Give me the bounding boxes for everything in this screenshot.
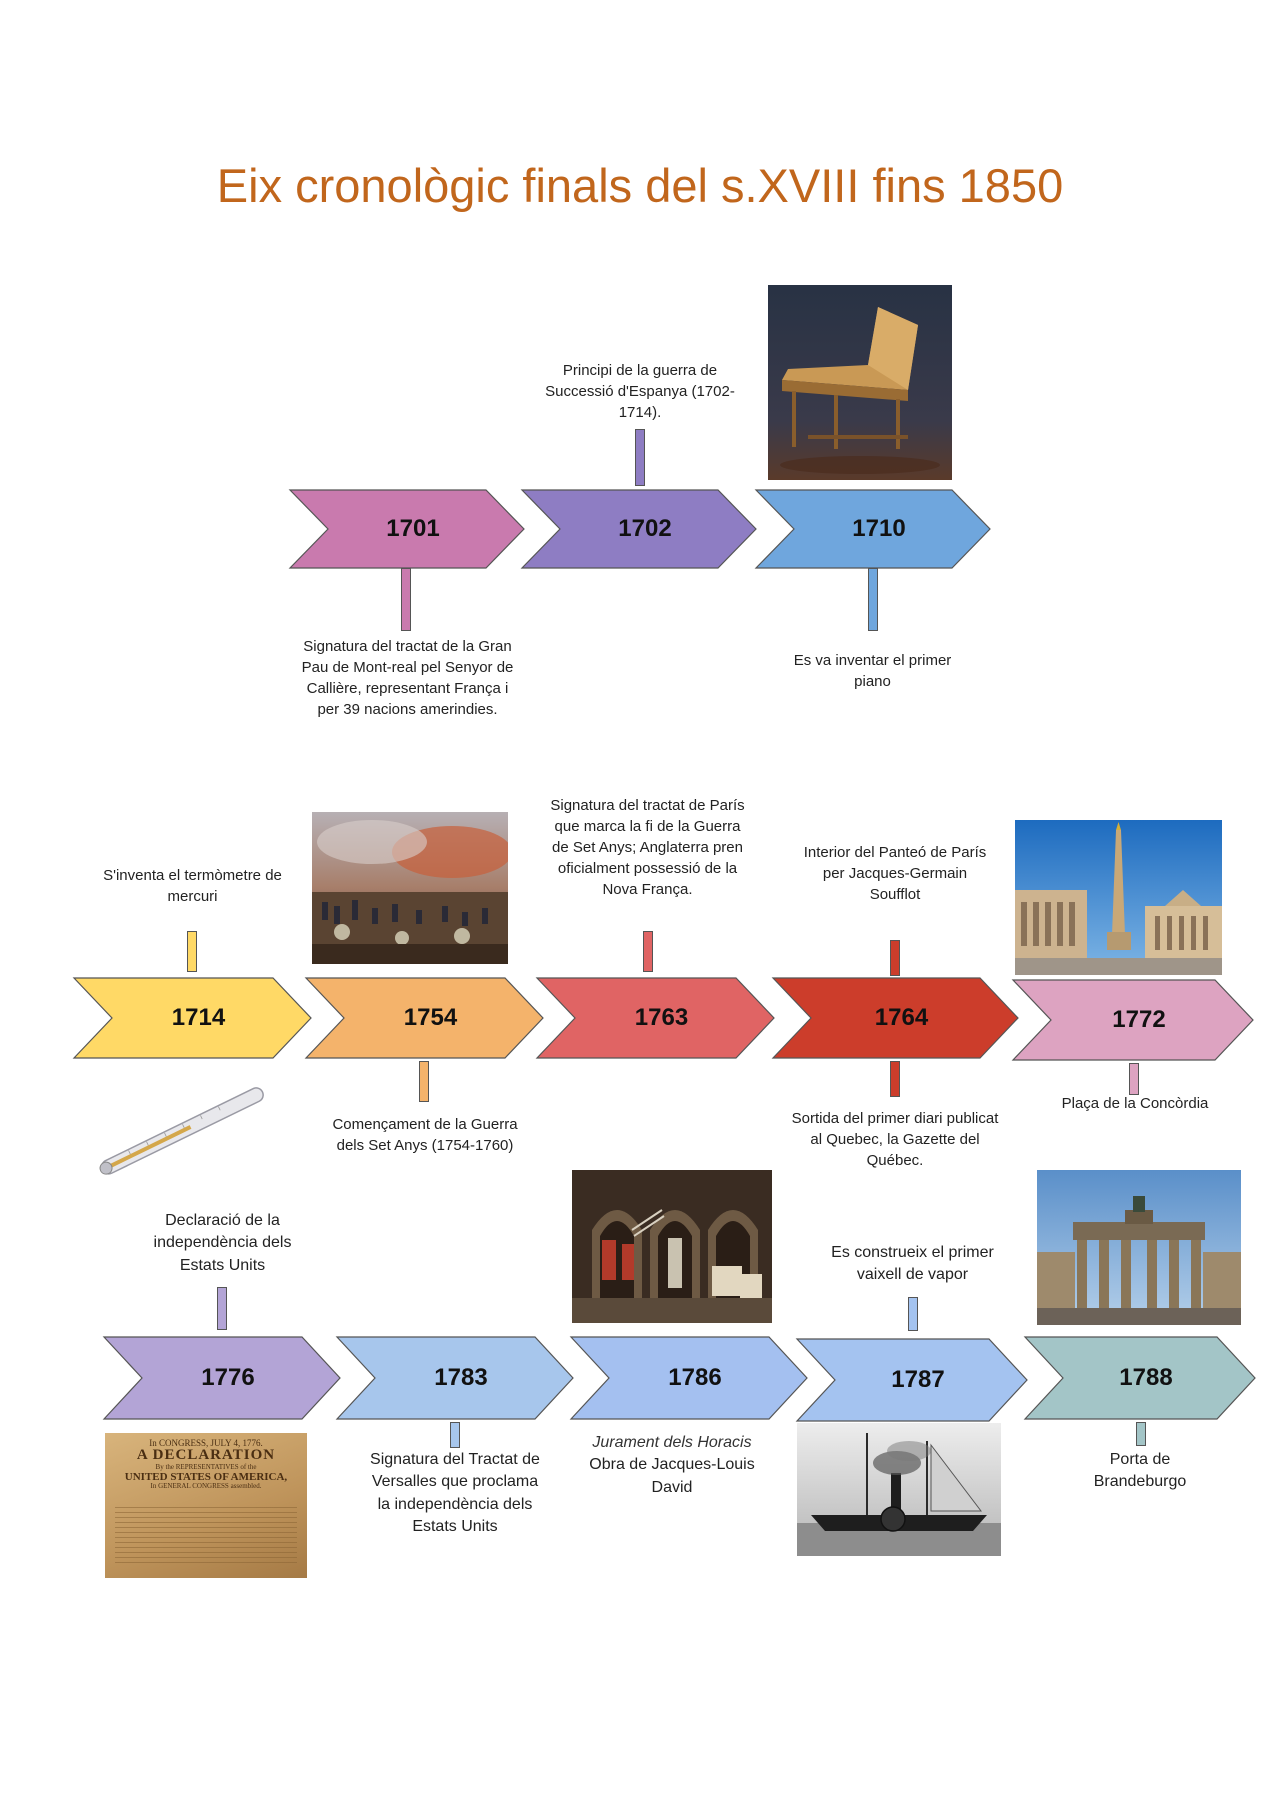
year-1787: 1787 [891, 1366, 945, 1393]
year-1763: 1763 [634, 1004, 689, 1031]
label-1787: Es construeix el primer vaixell de vapor [831, 1244, 994, 1284]
declaration-line-3: By the REPRESENTATIVES of the [155, 1463, 257, 1472]
declaration-line-5: In GENERAL CONGRESS assembled. [150, 1482, 262, 1491]
brandenburg-gate-image [1037, 1170, 1241, 1325]
arrow-1787: 1787 [795, 1338, 1028, 1422]
year-1701: 1701 [386, 515, 440, 542]
label-1783: Signatura del Tractat de Versalles que p… [370, 1451, 540, 1536]
year-1714: 1714 [171, 1004, 226, 1031]
label-1764-top: Interior del Panteó de París per Jacques… [803, 844, 987, 903]
year-1776: 1776 [201, 1364, 255, 1391]
connector-1783 [450, 1422, 460, 1448]
connector-1764-top [890, 940, 900, 976]
year-1788: 1788 [1119, 1364, 1173, 1391]
connector-1776 [217, 1287, 227, 1330]
thermometer-image [85, 1080, 280, 1180]
connector-1772 [1129, 1063, 1139, 1095]
page-title: Eix cronològic finals del s.XVIII fins 1… [216, 159, 1064, 212]
year-1754: 1754 [403, 1004, 458, 1031]
label-1786-text: Obra de Jacques-Louis David [589, 1456, 755, 1496]
label-1772: Plaça de la Concòrdia [1061, 1095, 1209, 1112]
label-1714: S'inventa el termòmetre de mercuri [103, 867, 282, 905]
label-1764-bottom: Sortida del primer diari publicat al Que… [791, 1110, 999, 1169]
year-1786: 1786 [668, 1364, 722, 1391]
arrow-1783: 1783 [335, 1336, 574, 1420]
year-1702: 1702 [618, 515, 672, 542]
piano-image [768, 285, 952, 480]
steamboat-image [797, 1423, 1001, 1556]
year-1783: 1783 [434, 1364, 488, 1391]
connector-1764-bottom [890, 1061, 900, 1097]
arrow-1714: 1714 [72, 977, 312, 1059]
year-1764: 1764 [874, 1004, 929, 1031]
arrow-1776: 1776 [102, 1336, 341, 1420]
arrow-1786: 1786 [569, 1336, 808, 1420]
arrow-1702: 1702 [520, 489, 757, 569]
arrow-1763: 1763 [535, 977, 775, 1059]
year-1710: 1710 [852, 515, 906, 542]
declaration-line-1: In CONGRESS, JULY 4, 1776. [149, 1438, 263, 1448]
connector-1702 [635, 429, 645, 486]
battle-painting-image [312, 812, 508, 964]
connector-1754 [419, 1061, 429, 1102]
connector-1710 [868, 568, 878, 631]
year-1772: 1772 [1112, 1006, 1166, 1033]
arrow-1701: 1701 [288, 489, 525, 569]
arrow-1788: 1788 [1023, 1336, 1256, 1420]
label-1786-title: Jurament dels Horacis [592, 1434, 752, 1451]
label-1788: Porta de Brandeburgo [1093, 1451, 1187, 1491]
label-1776: Declaració de la independència dels Esta… [153, 1212, 292, 1274]
connector-1787 [908, 1297, 918, 1331]
label-1763: Signatura del tractat de París que marca… [550, 797, 745, 898]
arrow-1754: 1754 [304, 977, 544, 1059]
arrow-1764: 1764 [771, 977, 1019, 1059]
obelisk-image [1015, 820, 1222, 975]
connector-1763 [643, 931, 653, 972]
label-1710: Es va inventar el primer piano [793, 652, 952, 690]
label-1786: Jurament dels Horacis Obra de Jacques-Lo… [572, 1432, 772, 1499]
connector-1701 [401, 568, 411, 631]
label-1702: Principi de la guerra de Successió d'Esp… [545, 362, 735, 421]
connector-1714 [187, 931, 197, 972]
connector-1788 [1136, 1422, 1146, 1446]
label-1701: Signatura del tractat de la Gran Pau de … [301, 638, 514, 718]
arrow-1772: 1772 [1011, 979, 1254, 1061]
declaration-line-4: UNITED STATES OF AMERICA, [124, 1470, 288, 1483]
label-1754: Començament de la Guerra dels Set Anys (… [332, 1116, 518, 1154]
arrow-1710: 1710 [754, 489, 991, 569]
declaration-line-2: A DECLARATION [136, 1447, 276, 1464]
oath-painting-image [572, 1170, 772, 1323]
declaration-document-image: In CONGRESS, JULY 4, 1776. A DECLARATION… [105, 1433, 307, 1578]
